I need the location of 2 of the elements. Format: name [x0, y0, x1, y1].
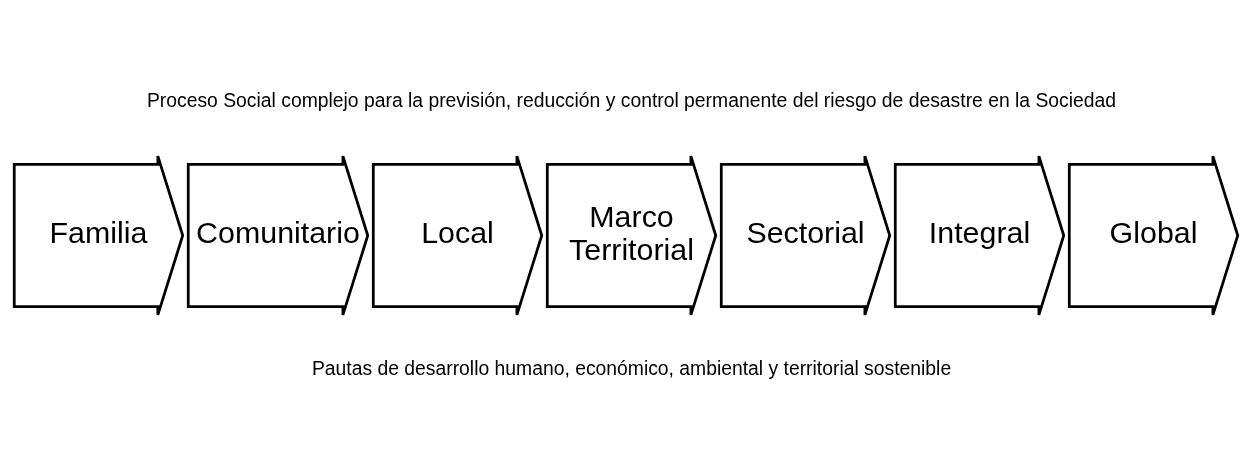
label: Proceso Social complejo para la previsión, reducción y control permanente del riesgo de desastre en la Sociedad	[146, 89, 1117, 111]
label: Pautas de desarrollo humano, económico, ambiental y territorial sostenible	[311, 357, 952, 379]
